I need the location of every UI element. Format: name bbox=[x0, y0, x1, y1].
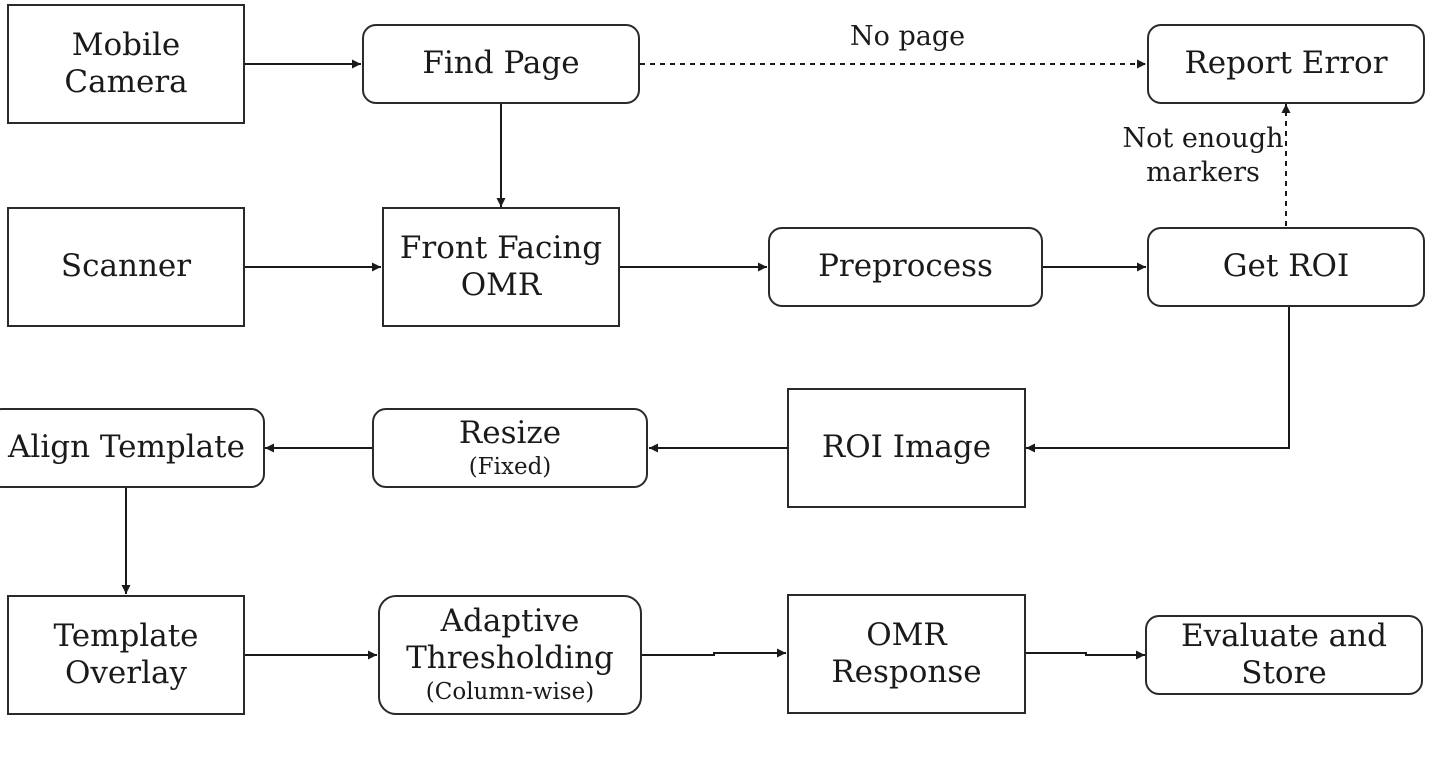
node-omr-response: OMR Response bbox=[787, 594, 1026, 714]
node-roi-image-line-1: ROI Image bbox=[821, 429, 992, 466]
edge-get-roi-to-roi-image bbox=[1026, 307, 1290, 453]
edge-label-no-page: No page bbox=[850, 20, 965, 54]
node-mobile-camera-line-1: Mobile bbox=[71, 26, 181, 63]
node-template-overlay-line-2: Overlay bbox=[64, 655, 187, 691]
node-omr-response-line-1: OMR bbox=[866, 616, 947, 653]
node-adaptive-thresholding-sub: (Column-wise) bbox=[425, 679, 595, 706]
node-preprocess-line-1: Preprocess bbox=[818, 248, 993, 285]
node-find-page: Find Page bbox=[362, 24, 640, 104]
node-evaluate-and-store-line-1: Evaluate and bbox=[1181, 617, 1387, 654]
node-mobile-camera-line-2: Camera bbox=[64, 64, 188, 100]
edge-omr-response-to-evaluate-store bbox=[1026, 650, 1145, 660]
edge-label-not-enough-markers: Not enough markers bbox=[1118, 122, 1288, 190]
node-align-template: Align Template bbox=[0, 408, 265, 488]
node-evaluate-and-store: Evaluate and Store bbox=[1145, 615, 1423, 695]
node-mobile-camera: Mobile Camera bbox=[7, 4, 245, 124]
node-resize-sub: (Fixed) bbox=[468, 453, 552, 480]
node-front-facing-omr-line-2: OMR bbox=[460, 267, 542, 303]
node-omr-response-line-2: Response bbox=[831, 654, 982, 690]
edge-adaptive-thresholding-to-omr-response bbox=[642, 648, 786, 658]
node-report-error: Report Error bbox=[1147, 24, 1425, 104]
node-adaptive-thresholding-line-2: Thresholding bbox=[406, 640, 614, 677]
node-scanner-line-1: Scanner bbox=[60, 248, 192, 285]
node-report-error-line-1: Report Error bbox=[1184, 45, 1388, 82]
node-roi-image: ROI Image bbox=[787, 388, 1026, 508]
node-adaptive-thresholding: Adaptive Thresholding (Column-wise) bbox=[378, 595, 642, 715]
node-front-facing-omr-line-1: Front Facing bbox=[399, 229, 603, 266]
node-get-roi: Get ROI bbox=[1147, 227, 1425, 307]
node-resize: Resize (Fixed) bbox=[372, 408, 648, 488]
node-adaptive-thresholding-line-1: Adaptive bbox=[440, 603, 580, 640]
node-find-page-line-1: Find Page bbox=[422, 45, 580, 82]
node-template-overlay-line-1: Template bbox=[53, 617, 199, 654]
node-get-roi-line-1: Get ROI bbox=[1222, 248, 1350, 285]
node-resize-line-1: Resize bbox=[458, 414, 562, 451]
node-template-overlay: Template Overlay bbox=[7, 595, 245, 715]
node-align-template-line-1: Align Template bbox=[8, 429, 245, 466]
node-scanner: Scanner bbox=[7, 207, 245, 327]
edge-label-no-page-text: No page bbox=[850, 21, 966, 52]
node-evaluate-and-store-line-2: Store bbox=[1241, 655, 1327, 691]
edge-label-not-enough-markers-line-1: Not enough bbox=[1122, 123, 1284, 154]
node-front-facing-omr: Front Facing OMR bbox=[382, 207, 620, 327]
edge-label-not-enough-markers-line-2: markers bbox=[1146, 156, 1260, 188]
node-preprocess: Preprocess bbox=[768, 227, 1043, 307]
